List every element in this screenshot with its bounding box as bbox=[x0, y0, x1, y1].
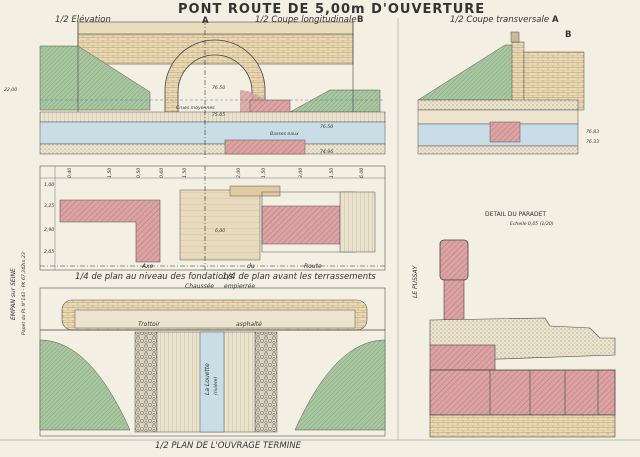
view-label-plan-terrassements: 1/4 de plan avant les terrassements bbox=[222, 272, 376, 282]
label-basses-eaux: Basses eaux bbox=[270, 132, 299, 137]
view-label-plan-termine: 1/2 PLAN DE L'OUVRAGE TERMINE bbox=[155, 441, 301, 451]
right-note-1: LE PUSSAY bbox=[412, 265, 419, 298]
detail-scale: Echelle 0,05 (1/20) bbox=[510, 222, 554, 227]
dimension-label: 1,50 bbox=[330, 167, 335, 178]
marker-b: B bbox=[565, 30, 572, 40]
view-label-plan-fondations: 1/4 de plan au niveau des fondations bbox=[75, 272, 234, 282]
parapet-detail bbox=[429, 239, 616, 438]
coupe-trans-letter: A bbox=[552, 15, 559, 25]
label-axe: Axe bbox=[142, 263, 154, 270]
left-note-1: EMPAN sur SEINE bbox=[10, 268, 17, 320]
label-chaussee: Chaussée bbox=[185, 283, 215, 290]
level-7: 76.33 bbox=[586, 140, 600, 145]
level-1: 22,00 bbox=[4, 88, 18, 93]
plan-quarter-views bbox=[39, 165, 386, 271]
elevation-view bbox=[39, 20, 386, 160]
level-8: 6,00 bbox=[215, 229, 226, 234]
dimension-label: 2,00 bbox=[237, 167, 242, 178]
marker-a: A bbox=[202, 16, 209, 26]
label-trottoir: Trottoir bbox=[138, 321, 160, 328]
label-crue: Crues moyennes bbox=[176, 106, 215, 111]
left-note-2: Papet du PL N°143 - PK 67,342m,23 bbox=[22, 252, 27, 335]
dimension-label: 1,50 bbox=[262, 167, 267, 178]
dimension-label: 6,00 bbox=[360, 167, 365, 178]
level-4: 76.50 bbox=[320, 125, 334, 130]
dimension-label: 2,90 bbox=[44, 228, 55, 233]
label-route: Route bbox=[304, 263, 322, 270]
dimension-label: 3,25 bbox=[44, 204, 55, 209]
dimension-label: 0,60 bbox=[160, 167, 165, 178]
level-3: 75.05 bbox=[212, 113, 226, 118]
view-label-coupe-long: 1/2 Coupe longitudinale bbox=[255, 15, 357, 25]
level-2: 76.50 bbox=[212, 86, 226, 91]
label-du: du bbox=[247, 263, 255, 270]
dimension-label: 1,50 bbox=[183, 167, 188, 178]
view-label-elevation: 1/2 Elévation bbox=[55, 15, 111, 25]
view-label-coupe-trans: 1/2 Coupe transversale bbox=[450, 15, 550, 25]
coupe-long-letter: B bbox=[357, 15, 364, 25]
finished-plan bbox=[39, 287, 386, 437]
label-empierree: empierrée bbox=[224, 283, 256, 290]
dimension-label: 0,50 bbox=[137, 167, 142, 178]
label-la-louette: La Louette bbox=[204, 363, 211, 395]
dimension-label: 2,05 bbox=[44, 250, 55, 255]
dimension-label: 1,50 bbox=[108, 167, 113, 178]
drawing-title: PONT ROUTE DE 5,00m D'OUVERTURE bbox=[178, 2, 486, 17]
transverse-section bbox=[417, 31, 585, 155]
level-5: 74.96 bbox=[320, 150, 334, 155]
level-6: 76.83 bbox=[586, 130, 600, 135]
label-riviere: (rivière) bbox=[214, 376, 219, 395]
dimension-label: 0,40 bbox=[68, 167, 73, 178]
dimension-label: 3,00 bbox=[299, 167, 304, 178]
detail-title: DETAIL DU PARADET bbox=[485, 211, 547, 218]
label-asphalte: asphalté bbox=[236, 321, 262, 328]
dimension-label: 1,00 bbox=[44, 183, 55, 188]
